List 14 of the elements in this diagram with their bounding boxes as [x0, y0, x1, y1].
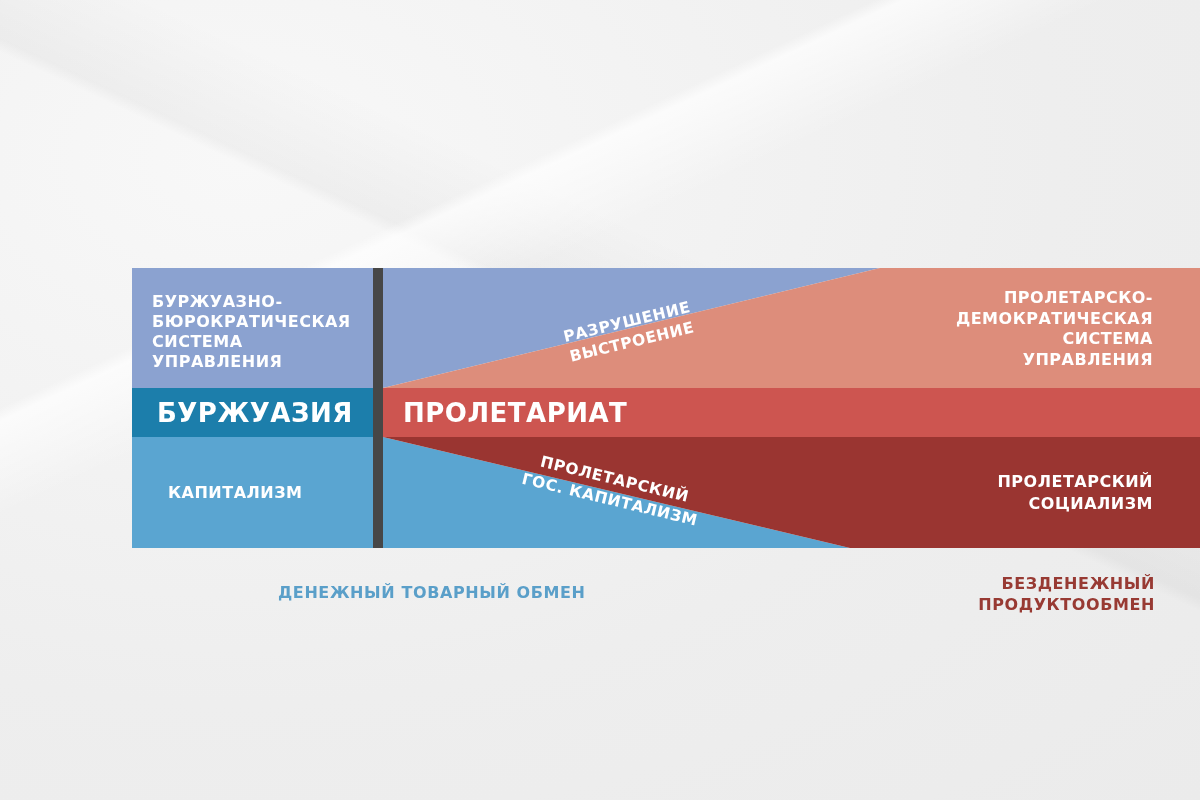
- economy-panel: [132, 437, 373, 548]
- panel-label: БУРЖУАЗНО-БЮРОКРАТИЧЕСКАЯ СИСТЕМА УПРАВЛЕНИЯ: [152, 292, 351, 372]
- panel-label: КАПИТАЛИЗМ: [168, 482, 303, 503]
- class-band: [132, 388, 373, 437]
- system-panel: [132, 268, 373, 388]
- system-panel: [383, 268, 1200, 388]
- bottom-note: БЕЗДЕНЕЖНЫЙ ПРОДУКТООБМЕН: [978, 573, 1155, 615]
- bottom-note: ДЕНЕЖНЫЙ ТОВАРНЫЙ ОБМЕН: [278, 583, 586, 603]
- panel-label: ПРОЛЕТАРСКО-ДЕМОКРАТИЧЕСКАЯ СИСТЕМА УПРАВЛЕНИЯ: [955, 288, 1153, 370]
- panel-label: ПРОЛЕТАРИАТ: [403, 397, 628, 428]
- economy-panel: [383, 437, 1200, 548]
- panel-label: БУРЖУАЗИЯ: [157, 397, 353, 428]
- panel-label: ПРОЛЕТАРСКИЙ СОЦИАЛИЗМ: [997, 470, 1153, 515]
- class-band: [383, 388, 1200, 437]
